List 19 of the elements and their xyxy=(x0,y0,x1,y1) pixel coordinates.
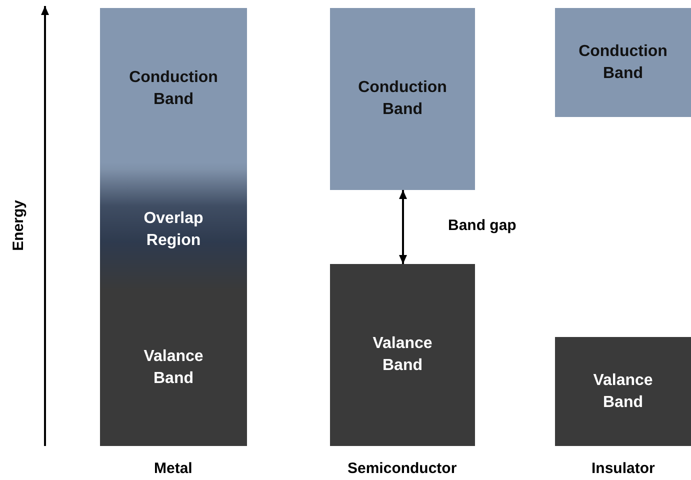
band-block xyxy=(330,8,475,190)
band-label: Valance Band xyxy=(142,347,204,389)
band-block xyxy=(555,337,691,446)
band-block xyxy=(100,290,247,446)
band-block xyxy=(330,264,475,446)
band-label: Valance Band xyxy=(592,370,654,412)
double-arrow xyxy=(399,190,407,264)
band-label: Overlap Region xyxy=(142,209,204,251)
band-label: Valance Band xyxy=(372,334,434,376)
axis-label: Energy xyxy=(10,200,27,250)
edge-label: Band gap xyxy=(448,217,516,234)
column-label: Semiconductor xyxy=(348,460,457,476)
band-label: Conduction Band xyxy=(128,68,218,110)
column-label: Insulator xyxy=(592,460,655,476)
band-label: Conduction Band xyxy=(358,78,448,120)
band-label: Conduction Band xyxy=(578,42,668,84)
band-block xyxy=(555,8,691,117)
band-block xyxy=(100,8,247,170)
column-label: Metal xyxy=(154,460,192,476)
